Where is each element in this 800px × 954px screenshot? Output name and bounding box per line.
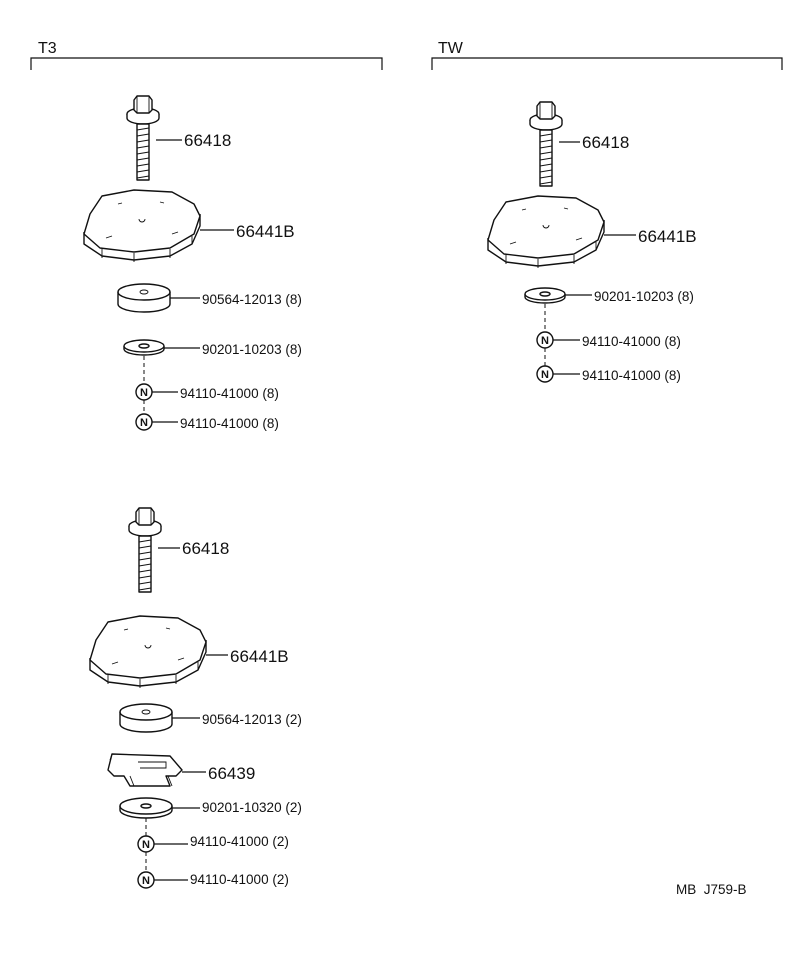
tw-nut1-label: 94110-41000 (8) xyxy=(582,334,681,349)
nut-letter: N xyxy=(142,875,150,887)
bolt-66418-icon xyxy=(529,101,563,187)
cap-66441b-icon xyxy=(487,195,605,269)
t3-lower-nut1-label: 94110-41000 (2) xyxy=(190,834,289,849)
bolt-66418-icon xyxy=(126,95,160,181)
nut-letter: N xyxy=(142,839,150,851)
t3-lower-bracket-label: 66439 xyxy=(208,764,255,783)
t3-upper-spacer-label: 90564-12013 (8) xyxy=(202,292,302,307)
tw-assembly: 66418 66441B 90201-10203 (8) N 94110-410… xyxy=(487,101,697,383)
cap-66441b-icon xyxy=(89,615,207,689)
t3-lower-bolt-label: 66418 xyxy=(182,539,229,558)
spacer-icon xyxy=(119,703,173,733)
washer-icon xyxy=(123,339,165,356)
bracket-66439-icon xyxy=(107,753,183,787)
nut-letter: N xyxy=(541,335,549,347)
t3-section-bracket xyxy=(30,57,383,70)
t3-lower-assembly: 66418 66441B 90564-12013 (2) 66439 90201… xyxy=(89,507,302,889)
t3-lower-cap-label: 66441B xyxy=(230,647,289,666)
tw-washer-label: 90201-10203 (8) xyxy=(594,289,694,304)
t3-lower-spacer-label: 90564-12013 (2) xyxy=(202,712,302,727)
spacer-icon xyxy=(117,283,171,313)
bolt-66418-icon xyxy=(128,507,162,593)
nut-letter: N xyxy=(140,417,148,429)
diagram-code: MB J759-B xyxy=(676,882,747,897)
tw-bolt-label: 66418 xyxy=(582,133,629,152)
t3-upper-nut1-label: 94110-41000 (8) xyxy=(180,386,279,401)
cap-66441b-icon xyxy=(83,189,201,263)
t3-section-title: T3 xyxy=(38,40,57,57)
large-washer-icon xyxy=(119,797,173,819)
washer-icon xyxy=(524,287,566,304)
t3-lower-washer-label: 90201-10320 (2) xyxy=(202,800,302,815)
nut-letter: N xyxy=(140,387,148,399)
nut-letter: N xyxy=(541,369,549,381)
tw-section-bracket xyxy=(431,57,783,70)
t3-upper-assembly: 66418 66441B 90564-12013 (8) 90201-10203… xyxy=(83,95,302,431)
t3-upper-bolt-label: 66418 xyxy=(184,131,231,150)
t3-upper-washer-label: 90201-10203 (8) xyxy=(202,342,302,357)
tw-nut2-label: 94110-41000 (8) xyxy=(582,368,681,383)
t3-lower-nut2-label: 94110-41000 (2) xyxy=(190,872,289,887)
tw-section-title: TW xyxy=(438,40,464,57)
t3-upper-cap-label: 66441B xyxy=(236,222,295,241)
tw-cap-label: 66441B xyxy=(638,227,697,246)
t3-upper-nut2-label: 94110-41000 (8) xyxy=(180,416,279,431)
